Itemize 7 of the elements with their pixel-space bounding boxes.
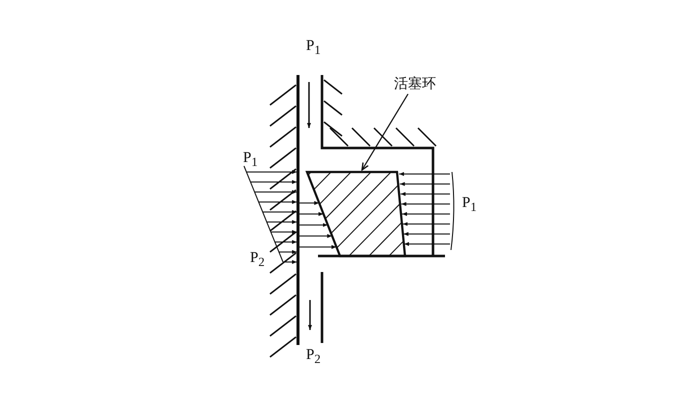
part-label: 活塞环 — [394, 76, 442, 94]
leader-line — [361, 94, 409, 171]
pressure-label: P$_{2}$ — [306, 347, 321, 367]
pressure-label: P$_{2}$ — [250, 250, 265, 270]
pressure-label: P$_{1}$ — [462, 195, 477, 215]
pressure-label: P$_{1}$ — [306, 38, 321, 58]
pressure-label: P$_{1}$ — [243, 150, 258, 170]
